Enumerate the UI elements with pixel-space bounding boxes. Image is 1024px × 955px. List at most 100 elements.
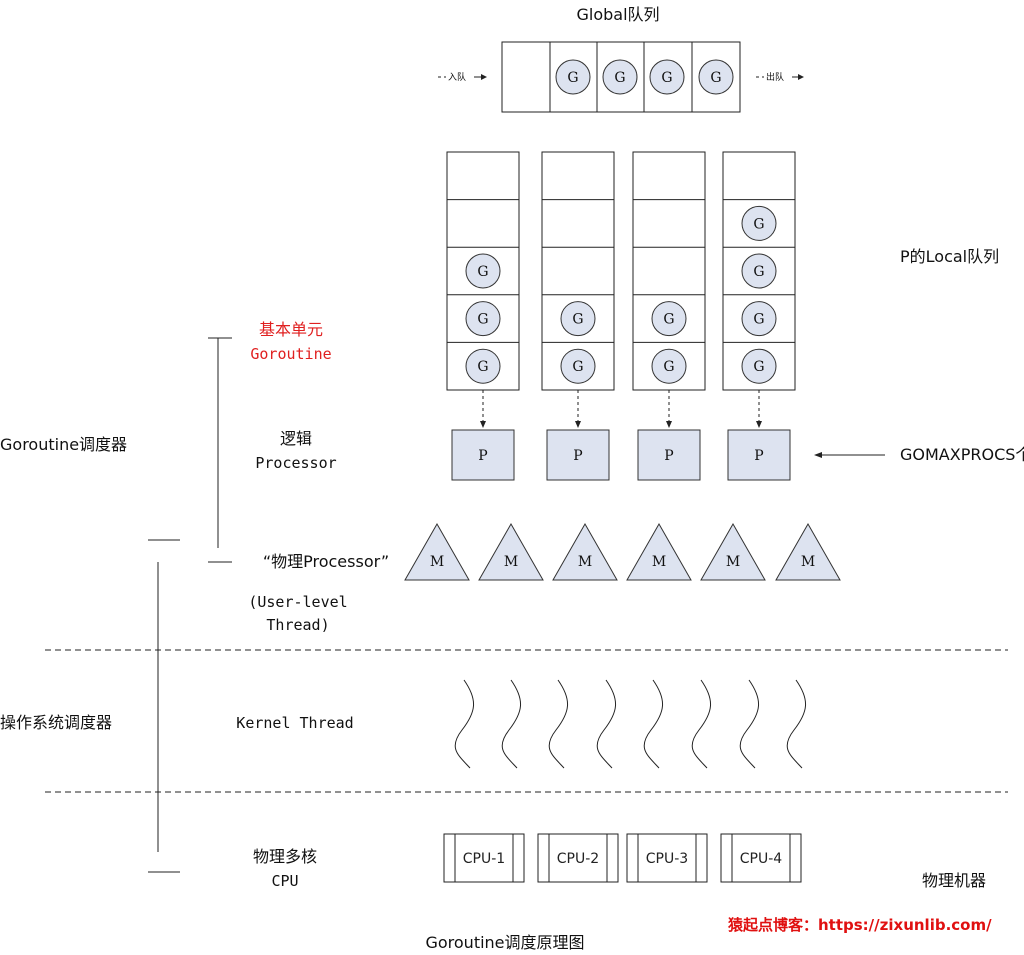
processor-letter: P — [573, 448, 582, 464]
goroutine-label: G — [753, 264, 764, 280]
machine-triangle: M — [775, 522, 841, 581]
machine-letter: M — [801, 554, 815, 570]
processor-box: P — [451, 429, 515, 481]
queue-to-processor-arrowhead — [756, 421, 762, 428]
local-goroutine: G — [465, 348, 501, 384]
thread-label: Thread) — [266, 616, 329, 634]
basic-unit-label: 基本单元 — [259, 320, 323, 339]
local-goroutine: G — [741, 205, 777, 241]
local-goroutine: G — [741, 301, 777, 337]
processor-rect — [637, 429, 701, 481]
kernel-thread — [786, 679, 806, 769]
local-queue-label: P的Local队列 — [900, 247, 999, 266]
goroutine-label: G — [572, 359, 583, 375]
processor-letter: P — [478, 448, 487, 464]
goroutine-circle — [741, 253, 777, 289]
gomaxprocs-arrow — [814, 452, 885, 458]
cpu-box: CPU-4 — [720, 833, 802, 883]
user-level-label: (User-level — [248, 593, 347, 611]
local-goroutine: G — [560, 301, 596, 337]
goroutine-unit-label: Goroutine — [250, 345, 331, 363]
cpu-box: CPU-1 — [443, 833, 525, 883]
cpu-box: CPU-3 — [626, 833, 708, 883]
goroutine-circle — [651, 348, 687, 384]
local-goroutine: G — [651, 348, 687, 384]
goroutine-circle — [649, 59, 685, 95]
global-goroutine: G — [602, 59, 638, 95]
machine-shape — [626, 522, 692, 581]
processor-box: P — [637, 429, 701, 481]
cpu-label-text: CPU-2 — [557, 851, 599, 867]
cpu-frame — [443, 833, 525, 883]
multicore-label: 物理多核 — [253, 847, 317, 866]
local-goroutine: G — [651, 301, 687, 337]
goroutine-label: G — [663, 312, 674, 328]
processor-letter: P — [664, 448, 673, 464]
machine-letter: M — [726, 554, 740, 570]
global-goroutine: G — [555, 59, 591, 95]
global-queue-title: Global队列 — [576, 5, 659, 24]
kernel-thread — [501, 679, 521, 769]
local-goroutine: G — [741, 253, 777, 289]
global-goroutine: G — [649, 59, 685, 95]
machine-shape — [775, 522, 841, 581]
goroutine-label: G — [661, 70, 672, 86]
processor-letter: P — [754, 448, 763, 464]
gomaxprocs-label: GOMAXPROCS个 — [900, 445, 1024, 464]
kernel-thread — [643, 679, 663, 769]
machine-triangle: M — [626, 522, 692, 581]
kernel-thread — [454, 679, 474, 769]
goroutine-circle — [465, 301, 501, 337]
goroutine-circle — [465, 348, 501, 384]
machine-triangle: M — [478, 522, 544, 581]
queue-to-processor-arrowhead — [666, 421, 672, 428]
goroutine-circle — [698, 59, 734, 95]
caption: Goroutine调度原理图 — [425, 933, 584, 952]
goroutine-label: G — [663, 359, 674, 375]
local-queue: GG — [632, 151, 706, 391]
physical-machine-label: 物理机器 — [922, 871, 986, 890]
watermark: 猿起点博客：https://zixunlib.com/ — [727, 916, 992, 934]
goroutine-circle — [602, 59, 638, 95]
machine-triangle: M — [700, 522, 766, 581]
machine-shape — [700, 522, 766, 581]
kernel-thread — [548, 679, 568, 769]
cpu-frame — [720, 833, 802, 883]
local-queue: GGG — [446, 151, 520, 391]
goroutine-circle — [741, 205, 777, 241]
goroutine-scheduler-label: Goroutine调度器 — [0, 435, 127, 454]
goroutine-label: G — [477, 312, 488, 328]
machine-shape — [404, 522, 470, 581]
cpu-box: CPU-2 — [537, 833, 619, 883]
goroutine-label: G — [477, 359, 488, 375]
machine-triangle: M — [552, 522, 618, 581]
goroutine-label: G — [572, 312, 583, 328]
machine-letter: M — [430, 554, 444, 570]
cpus: CPU-1 CPU-2 CPU-3 CPU-4 — [443, 833, 802, 883]
queue-to-processor-arrowhead — [575, 421, 581, 428]
processor-box: P — [546, 429, 610, 481]
machine-letter: M — [652, 554, 666, 570]
cpu-frame — [537, 833, 619, 883]
machine-shape — [478, 522, 544, 581]
queue-to-processor-arrowhead — [480, 421, 486, 428]
logic-label: 逻辑 — [280, 429, 312, 448]
cpu-label-text: CPU-1 — [463, 851, 505, 867]
kernel-thread-label: Kernel Thread — [236, 714, 353, 732]
machine-letter: M — [578, 554, 592, 570]
goroutine-circle — [555, 59, 591, 95]
goroutine-label: G — [753, 312, 764, 328]
dequeue-arrow: 出队 — [756, 71, 804, 83]
processor-rect — [546, 429, 610, 481]
local-goroutine: G — [560, 348, 596, 384]
cpu-label-text: CPU-3 — [646, 851, 688, 867]
goroutine-circle — [741, 348, 777, 384]
global-goroutine: G — [698, 59, 734, 95]
kernel-threads — [454, 679, 806, 769]
os-scheduler-label: 操作系统调度器 — [0, 713, 112, 732]
